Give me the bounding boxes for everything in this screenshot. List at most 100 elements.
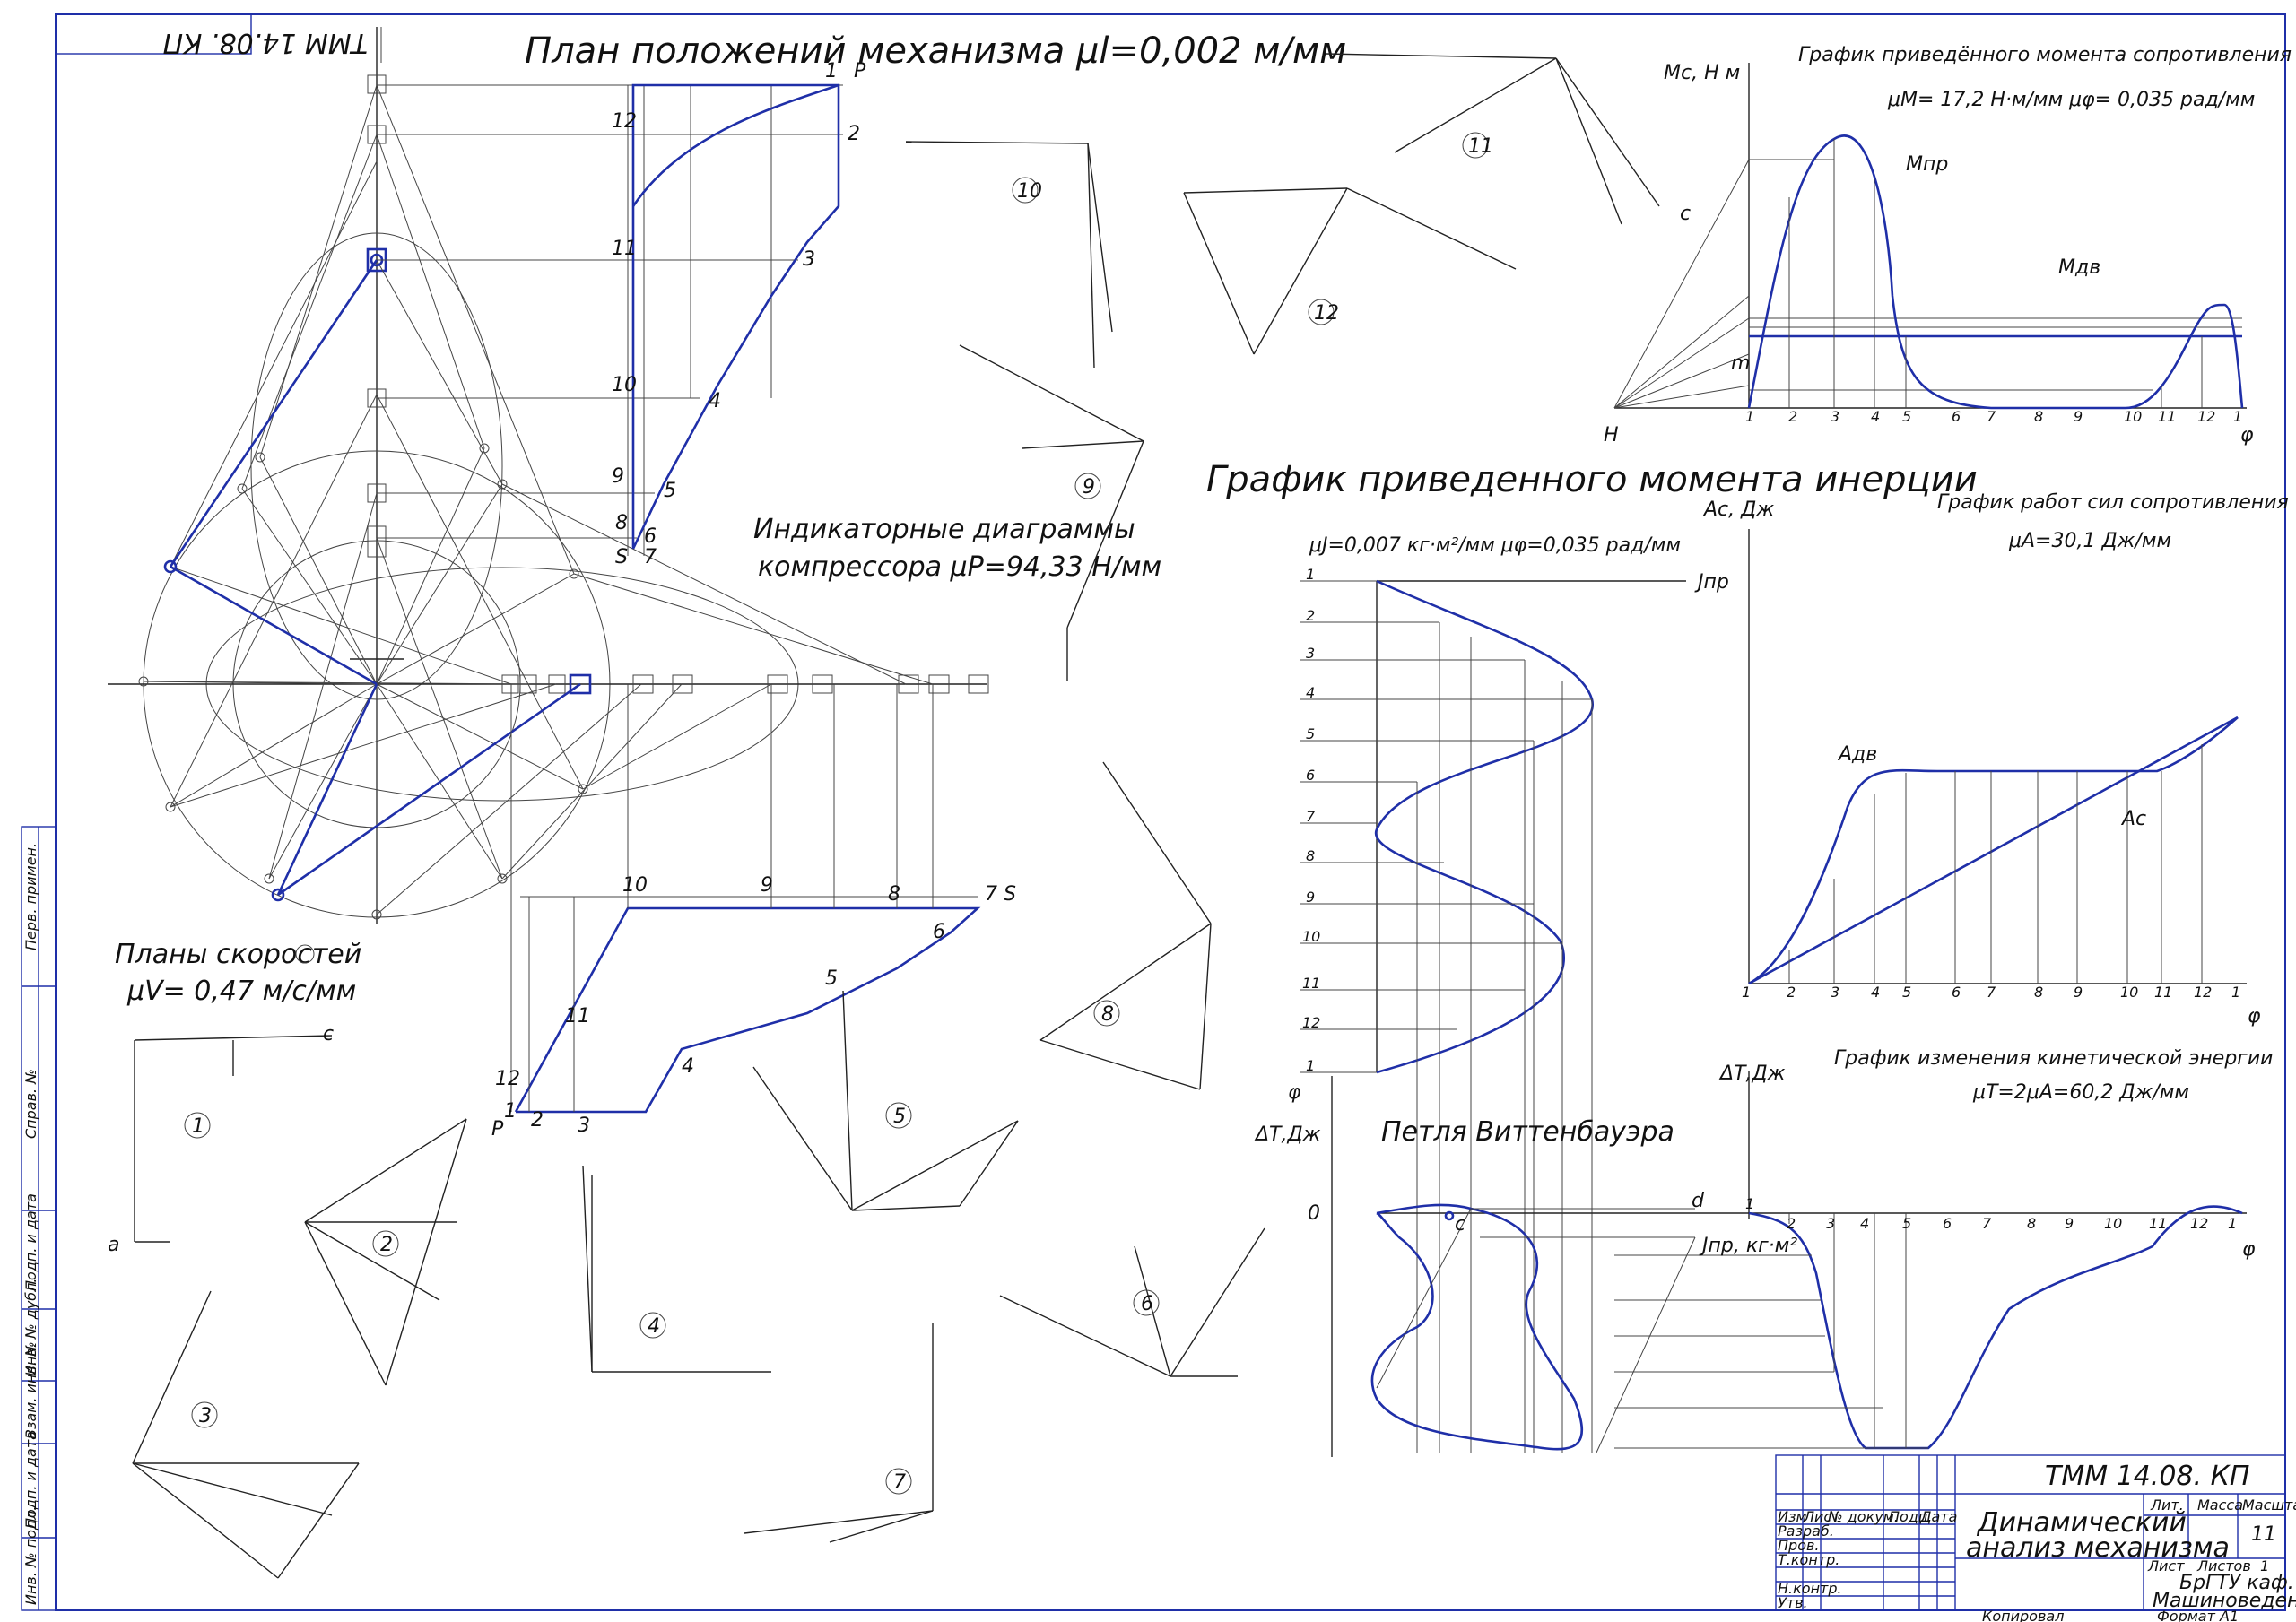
svg-text:7 S: 7 S (985, 883, 1016, 906)
svg-text:c: c (323, 1023, 334, 1045)
svg-text:10: 10 (2104, 1215, 2122, 1232)
svg-text:6: 6 (1306, 767, 1315, 784)
svg-text:3: 3 (1831, 408, 1839, 425)
svg-text:8: 8 (1101, 1003, 1114, 1026)
svg-text:2: 2 (1788, 408, 1797, 425)
svg-text:1: 1 (504, 1100, 517, 1123)
side-label-4: Инв. № дубл. (22, 1279, 39, 1376)
svg-text:2: 2 (531, 1109, 544, 1132)
inertia-graph-title: График приведенного момента инерции (1206, 459, 1978, 500)
energy-graph: φ (1377, 1071, 2256, 1450)
svg-text:φ: φ (2242, 1238, 2256, 1261)
tb-row-izm: Изм (1778, 1508, 1807, 1525)
svg-text:8: 8 (1306, 847, 1315, 864)
svg-text:2: 2 (848, 123, 860, 145)
tb-role-5: Н.контр. (1778, 1580, 1842, 1597)
stamp-box (55, 13, 252, 55)
svg-text:6: 6 (644, 525, 657, 548)
svg-text:11: 11 (565, 1005, 590, 1028)
svg-text:Jпр: Jпр (1694, 571, 1729, 594)
svg-text:1: 1 (1306, 566, 1315, 583)
speed-plans-title: Планы скоростей (115, 939, 361, 970)
speed-plan-9: 9 (959, 344, 1144, 681)
moment-graph-title: График приведённого момента сопротивлени… (1798, 44, 2292, 66)
svg-text:9: 9 (2074, 408, 2083, 425)
svg-text:6: 6 (1141, 1293, 1153, 1315)
tb-scale: Масштаб (2242, 1496, 2296, 1514)
svg-text:11: 11 (2154, 984, 2172, 1001)
svg-text:12: 12 (2190, 1215, 2208, 1232)
svg-text:12: 12 (1314, 302, 1339, 325)
inertia-graph-scales: μJ=0,007 кг·м²/мм μφ=0,035 рад/мм (1309, 534, 1681, 557)
tb-row-doc: № докум. (1827, 1508, 1899, 1525)
svg-text:d: d (1692, 1190, 1705, 1212)
side-label-1: Перв. примен. (22, 843, 39, 950)
speed-plan-10: 10 (905, 141, 1113, 369)
svg-text:1: 1 (2228, 1215, 2237, 1232)
svg-text:3: 3 (803, 248, 815, 271)
svg-text:2: 2 (1787, 984, 1796, 1001)
svg-text:6: 6 (1943, 1215, 1952, 1232)
svg-text:10: 10 (1302, 928, 1320, 945)
speed-scale: μV= 0,47 м/с/мм (126, 976, 356, 1007)
svg-text:1: 1 (1742, 984, 1751, 1001)
svg-text:9: 9 (2065, 1215, 2074, 1232)
wittenbauer-phi: φ (1288, 1081, 1301, 1104)
svg-text:10: 10 (1017, 180, 1042, 203)
svg-text:a: a (108, 1234, 119, 1256)
svg-text:8: 8 (888, 883, 900, 906)
svg-text:3: 3 (578, 1115, 590, 1137)
tb-lit: Лит. (2150, 1496, 2184, 1514)
svg-text:2: 2 (1787, 1215, 1796, 1232)
svg-text:7: 7 (644, 546, 657, 568)
moment-y-label: Мс, Н м (1664, 62, 1740, 84)
speed-plan-8: 8 (1039, 761, 1212, 1090)
svg-text:8: 8 (615, 512, 628, 534)
mechanism-plan (108, 27, 989, 924)
side-label-3: Подп. и дата (22, 1193, 39, 1291)
svg-text:Адв: Адв (1837, 743, 1877, 766)
svg-text:9: 9 (1083, 476, 1095, 499)
svg-text:9: 9 (612, 465, 624, 488)
svg-text:Ас: Ас (2120, 808, 2146, 830)
svg-text:9: 9 (2074, 984, 2083, 1001)
svg-text:Мдв: Мдв (2058, 256, 2100, 279)
svg-text:11: 11 (1302, 975, 1320, 992)
tb-sheets-value: 1 (2260, 1557, 2269, 1574)
side-label-5: Взам. инв. № (22, 1341, 39, 1439)
wittenbauer-loop: c d 0 Jпр, кг·м² (1308, 1076, 1797, 1457)
energy-graph-title: График изменения кинетической энергии (1834, 1047, 2273, 1070)
svg-text:1: 1 (825, 60, 838, 82)
svg-text:5: 5 (664, 480, 676, 502)
speed-plan-1: 1 ca (108, 1023, 334, 1256)
svg-text:4: 4 (1860, 1215, 1869, 1232)
tb-org-1: БрГТУ каф. (2179, 1572, 2294, 1594)
tb-name-1: Динамический (1976, 1507, 2187, 1539)
svg-text:12: 12 (2194, 984, 2212, 1001)
svg-text:11: 11 (2149, 1215, 2167, 1232)
speed-plan-11: 11 (1325, 53, 1660, 225)
svg-text:11: 11 (2158, 408, 2176, 425)
svg-text:φ: φ (2240, 424, 2254, 447)
svg-text:5: 5 (1306, 725, 1315, 742)
svg-text:6: 6 (1952, 408, 1961, 425)
wittenbauer-title: Петля Виттенбауэра (1381, 1116, 1674, 1148)
tb-role-1: Разраб. (1778, 1522, 1834, 1540)
svg-text:0: 0 (1308, 1202, 1320, 1225)
tb-role-3: Т.контр. (1778, 1551, 1839, 1568)
work-y-label: Ас, Дж (1702, 499, 1774, 521)
svg-text:2: 2 (380, 1234, 393, 1256)
svg-text:Мпр: Мпр (1906, 153, 1948, 176)
speed-plan-7: 7 (744, 1323, 934, 1543)
positions-plan-title: План положений механизма μl=0,002 м/мм (525, 30, 1346, 72)
tb-code: ТММ 14.08. КП (2045, 1461, 2249, 1492)
svg-text:7: 7 (1987, 984, 1996, 1001)
svg-text:4: 4 (1871, 408, 1880, 425)
energy-y-label: ΔТ,Дж (1718, 1063, 1786, 1085)
svg-text:10: 10 (2124, 408, 2142, 425)
side-label-6: Подп. и дата (22, 1431, 39, 1529)
svg-text:4: 4 (1871, 984, 1880, 1001)
work-graph-title: График работ сил сопротивления (1937, 491, 2289, 514)
svg-text:3: 3 (1306, 645, 1315, 662)
